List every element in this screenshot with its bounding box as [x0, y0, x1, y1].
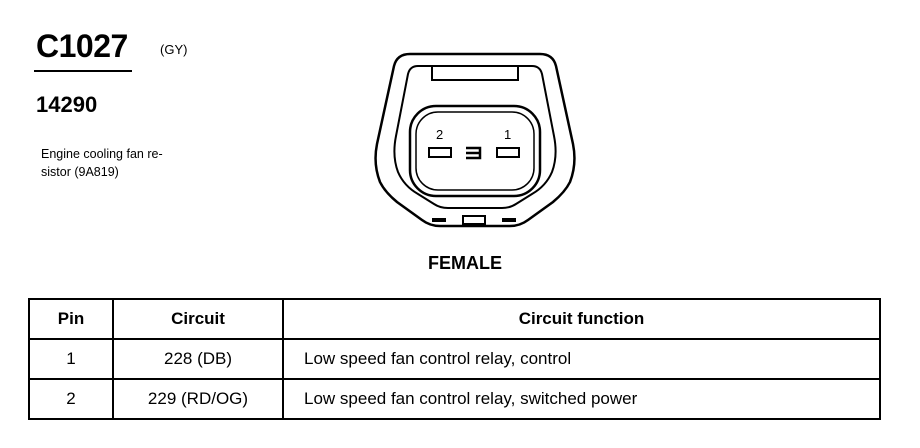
table-row: 2 229 (RD/OG) Low speed fan control rela… [28, 378, 881, 420]
connector-id-underline [34, 70, 132, 72]
column-header-function: Circuit function [282, 298, 881, 340]
circuit-cell: 229 (RD/OG) [112, 378, 284, 420]
bottom-key-right [502, 218, 516, 222]
pin-label-1: 1 [504, 127, 511, 142]
connector-id: C1027 [36, 28, 128, 64]
circuit-cell: 228 (DB) [112, 338, 284, 380]
pin-label-2: 2 [436, 127, 443, 142]
table-row: 1 228 (DB) Low speed fan control relay, … [28, 338, 881, 380]
pin-1-terminal [496, 147, 520, 158]
table-header-row: Pin Circuit Circuit function [28, 298, 881, 340]
pinout-table: Pin Circuit Circuit function 1 228 (DB) … [28, 298, 881, 420]
latch-tab [431, 66, 519, 81]
center-key [466, 146, 482, 160]
function-cell: Low speed fan control relay, control [282, 338, 881, 380]
pin-cavity [408, 104, 542, 198]
pin-2-terminal [428, 147, 452, 158]
connector-housing-outline [374, 52, 576, 228]
pin-cell: 2 [28, 378, 114, 420]
bottom-key-center [462, 215, 486, 225]
part-number: 14290 [36, 92, 98, 117]
connector-inner-contour [393, 65, 557, 209]
connector-face-diagram: 2 1 [374, 52, 576, 228]
column-header-pin: Pin [28, 298, 114, 340]
column-header-circuit: Circuit [112, 298, 284, 340]
connector-gender-label: FEMALE [428, 253, 502, 273]
pin-cell: 1 [28, 338, 114, 380]
function-cell: Low speed fan control relay, switched po… [282, 378, 881, 420]
bottom-key-left [432, 218, 446, 222]
component-description: Engine cooling fan re- sistor (9A819) [41, 147, 163, 179]
pin-cavity-inner [415, 111, 535, 191]
color-code: (GY) [160, 42, 188, 57]
